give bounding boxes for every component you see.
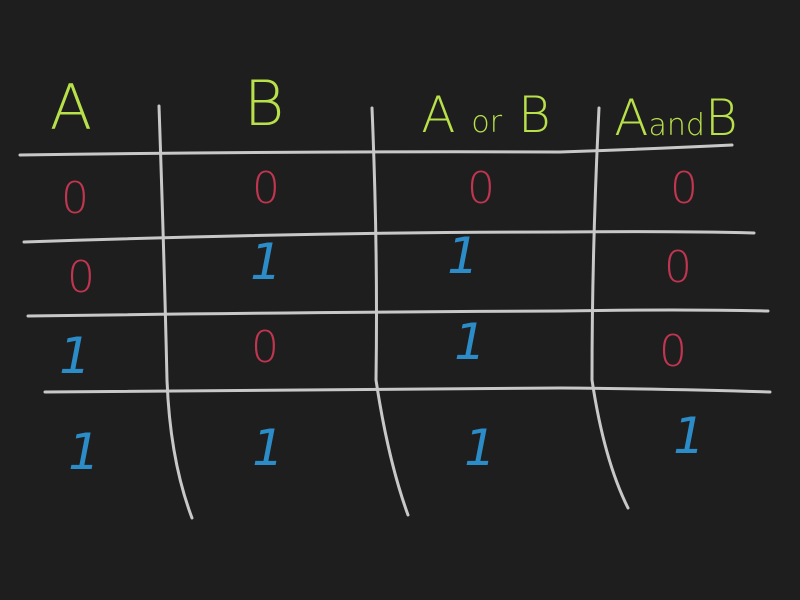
- header-or-right: B: [517, 86, 551, 144]
- header-and-op: and: [648, 108, 705, 143]
- grid-line-col-3: [590, 106, 630, 510]
- cell-r4-a: 1: [68, 423, 100, 481]
- header-a-or-b: A or B: [421, 90, 550, 140]
- cell-r4-b: 1: [252, 419, 284, 477]
- grid-line-row-2: [26, 308, 770, 318]
- cell-r3-b: 0: [251, 322, 279, 373]
- header-or-left: A: [421, 86, 456, 144]
- header-a: A: [49, 71, 93, 144]
- header-or-op: or: [471, 105, 503, 140]
- cell-r2-a: 0: [67, 252, 95, 303]
- cell-r4-and: 1: [673, 407, 705, 465]
- header-a-and-b: AandB: [614, 93, 737, 143]
- cell-r3-and: 0: [659, 326, 687, 377]
- header-and-left: A: [614, 89, 649, 147]
- cell-r1-or: 0: [467, 163, 495, 214]
- grid-line-header: [18, 143, 734, 157]
- grid-line-row-1: [22, 230, 756, 244]
- header-b: B: [243, 67, 285, 140]
- cell-r1-b: 0: [252, 163, 280, 214]
- cell-r3-or: 1: [454, 313, 486, 371]
- cell-r2-or: 1: [447, 227, 479, 285]
- grid-line-row-3: [43, 386, 772, 394]
- cell-r1-a: 0: [61, 173, 89, 224]
- grid-line-col-1: [157, 104, 194, 520]
- cell-r1-and: 0: [670, 163, 698, 214]
- cell-r2-b: 1: [250, 233, 282, 291]
- cell-r2-and: 0: [664, 242, 692, 293]
- header-and-right: B: [704, 89, 738, 147]
- grid-line-col-2: [370, 106, 410, 517]
- cell-r3-a: 1: [59, 327, 91, 385]
- cell-r4-or: 1: [464, 419, 496, 477]
